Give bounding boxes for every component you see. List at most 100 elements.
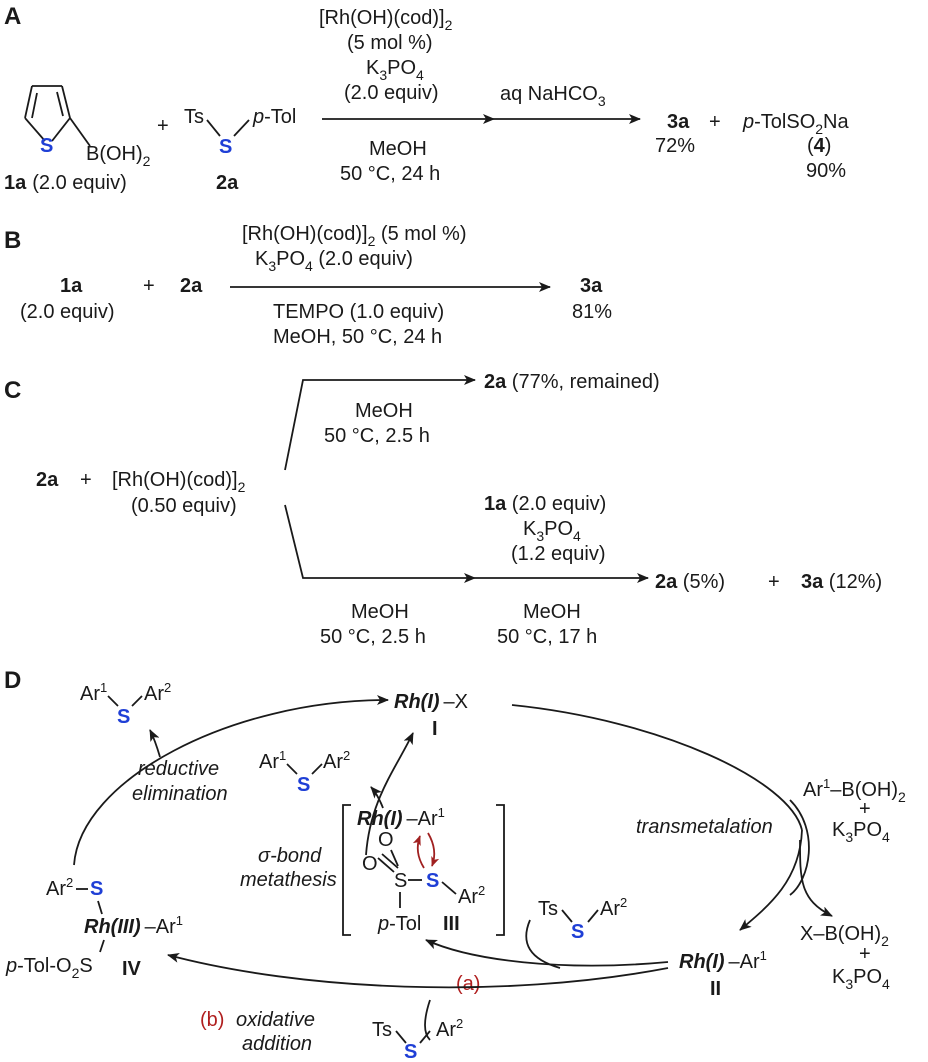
rh-i-x: Rh(I)–X [394,691,468,713]
metathesis-label: metathesis [240,869,337,891]
product-ar2: Ar2 [144,680,171,705]
complex-ptol: p-Tol [377,913,421,935]
product-3a-yield: 72% [655,135,695,157]
panel-label-c: C [4,377,21,404]
base-k3po4-top: K3PO4 [832,819,890,845]
ts-reagent-b-ar2: Ar2 [436,1016,463,1041]
boronic-acid-label: B(OH)2 [86,143,151,169]
transmetalation-out-arrow [799,839,833,917]
lower-branch-arrow [284,504,476,583]
solvent-label: MeOH [369,138,427,160]
second-step-base: K3PO4 [523,518,581,544]
cycle-arc-top-left [73,695,389,866]
thiophene-ring-structure [24,85,91,147]
reductive-label: reductive [138,758,219,780]
ts-reagent-a: Ts [538,898,558,920]
base-label: K3PO4 (2.0 equiv) [255,248,413,274]
thio-s-blue: S [426,870,439,892]
product-yield: 81% [572,301,612,323]
panel-c: C 2a + [Rh(OH)(cod)]2 (0.50 equiv) MeOH … [4,371,882,648]
product-plus: + [709,111,721,133]
lower-solvent: MeOH [351,601,409,623]
panel-a: A S B(OH)2 1a(2.0 equiv) + Ts S p-Tol 2a… [4,3,849,194]
reagent-2a: 2a [36,469,59,491]
workup-label: aq NaHCO3 [500,83,606,109]
product-4-yield: 90% [806,160,846,182]
thiophene-sulfur: S [40,135,53,157]
ts-reagent-a-sulfur: S [571,921,584,943]
bracket-right [496,804,505,936]
reductive-elimination-arrow [149,729,161,758]
lower-product-2a: 2a (5%) [655,571,725,593]
boronic-plus: + [859,798,871,820]
product-sulfur: S [117,706,130,728]
second-step-base-equiv: (1.2 equiv) [511,543,606,565]
base-equiv: (2.0 equiv) [344,82,439,104]
panel-label-b: B [4,227,21,254]
transmetalation-label: transmetalation [636,816,773,838]
upper-solvent: MeOH [355,400,413,422]
upper-branch-arrow [284,375,476,471]
reagent-1a: 1a [60,275,83,297]
complex-ar2: Ar2 [458,883,485,908]
path-b-label: (b) [200,1009,224,1031]
sigma-product-sulfur: S [297,774,310,796]
byproduct-plus: + [859,943,871,965]
second-step-solvent: MeOH [523,601,581,623]
electron-push-arrow-2 [412,835,425,869]
ts-group: Ts [184,106,204,128]
additive-label: TEMPO (1.0 equiv) [273,301,444,323]
path-a-reagent-in [525,919,561,969]
product-3a-label: 3a [667,111,690,133]
sigma-bond-label: σ-bond [258,845,322,867]
addition-label: addition [242,1033,312,1055]
upper-conditions: 50 °C, 2.5 h [324,425,430,447]
electron-push-arrow-1 [427,832,440,867]
intermediate-I: I [432,718,438,740]
product-ar1-sulfide: Ar1 [80,680,107,705]
rh-i-ar1-complex: Rh(I)–Ar1 [357,805,445,830]
elimination-label: elimination [132,783,228,805]
oxidative-label: oxidative [236,1009,315,1031]
intermediate-IV: IV [122,958,142,980]
byproduct-xb: X–B(OH)2 [800,923,889,949]
base-k3po4-bottom: K3PO4 [832,966,890,992]
plus-sign: + [143,275,155,297]
lower-product-3a: 3a (12%) [801,571,882,593]
rh-iii-ar1: Rh(III)–Ar1 [84,913,183,938]
catalyst-label: [Rh(OH)(cod)]2 [319,7,453,33]
sulfonyl-s: S [394,870,407,892]
reagent-2a: 2a [180,275,203,297]
base-label: K3PO4 [366,57,424,83]
boronic-reagent: Ar1–B(OH)2 [803,776,906,805]
compound-2a-label: 2a [216,172,239,194]
sigma-product-arrow [370,786,384,809]
intermediate-II: II [710,978,721,1000]
catalyst-label: [Rh(OH)(cod)]2 [112,469,246,495]
path-b-arrow [167,952,669,989]
cycle-arc-top [511,704,803,831]
product-3a: 3a [580,275,603,297]
plus-sign: + [80,469,92,491]
sulfonyl-o2: O [378,829,394,851]
panel-b: B 1a (2.0 equiv) + 2a [Rh(OH)(cod)]2 (5 … [4,223,612,348]
iv-sulfonyl: p-Tol-O2S [5,955,93,981]
sigma-product-ar2: Ar2 [323,748,350,773]
sigma-release-arrow [365,732,414,856]
conditions-label: 50 °C, 24 h [340,163,440,185]
bracket-left [342,804,351,936]
path-b-reagent-in [424,999,431,1041]
ts-reagent-b-sulfur: S [404,1041,417,1062]
product-4-label: (4) [807,135,831,157]
panel-label-a: A [4,3,21,30]
iv-sulfur: S [90,878,103,900]
iv-ar2: Ar2 [46,875,73,900]
thioether-sulfur: S [219,136,232,158]
path-a-arrow [425,939,669,967]
panel-label-d: D [4,667,21,694]
panel-d: D Rh(I)–X I Ar1 S Ar2 reductive eliminat… [4,667,906,1062]
ts-reagent-b: Ts [372,1019,392,1041]
conditions-label: MeOH, 50 °C, 24 h [273,326,442,348]
catalyst-label: [Rh(OH)(cod)]2 (5 mol %) [242,223,467,249]
